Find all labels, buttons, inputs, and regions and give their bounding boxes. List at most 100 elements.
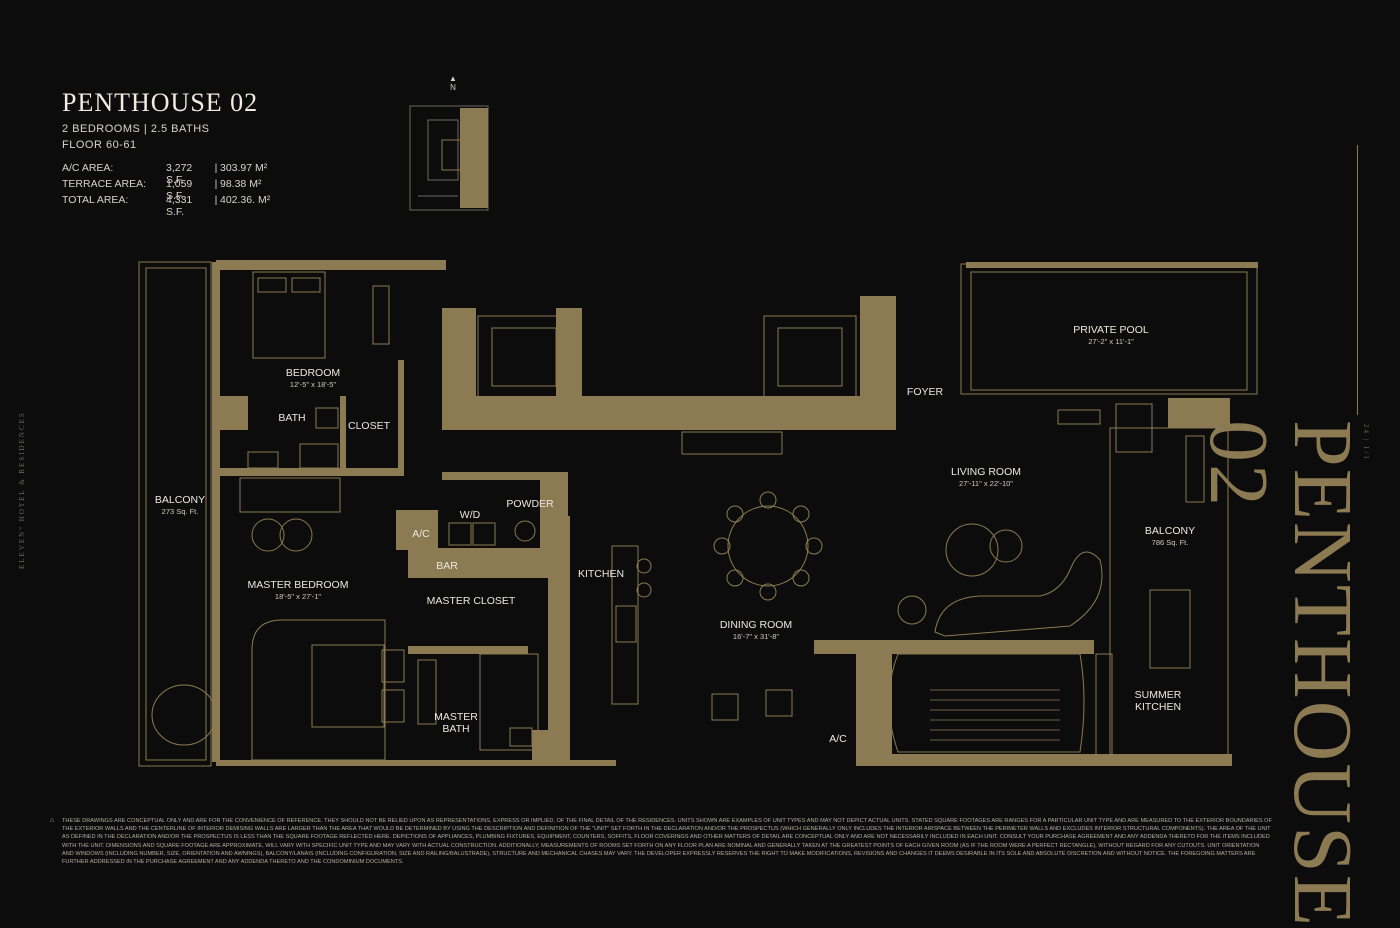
title-rule — [1357, 145, 1358, 415]
wall-master-closet-bottom — [408, 646, 528, 654]
chair — [805, 537, 823, 555]
wall-alcove-mid — [556, 308, 582, 398]
master-vanity — [417, 659, 437, 725]
vanity — [247, 451, 279, 469]
compass: ▲ N — [449, 74, 457, 92]
room-bedroom: BEDROOM 12'-5" x 18'-5" — [286, 367, 340, 389]
wall-pool-top — [966, 262, 1258, 268]
stool — [636, 582, 652, 598]
tub-right-inner — [777, 327, 843, 387]
washer — [448, 522, 472, 546]
desk — [372, 285, 390, 345]
lounge-chair — [897, 595, 927, 625]
area-row-terrace: TERRACE AREA: 1,059 S.F. | 98.38 M² — [62, 178, 261, 202]
wall-bar — [408, 548, 548, 578]
wall-mid — [442, 396, 896, 430]
page-title: PENTHOUSE 02 — [62, 88, 259, 117]
unit-code: 24 | 1/1 — [1362, 424, 1370, 461]
stool — [636, 558, 652, 574]
area-label: A/C AREA: — [62, 162, 114, 174]
dining-table — [727, 505, 809, 587]
left-balcony-outline — [138, 261, 212, 767]
tub-left-inner — [491, 327, 557, 387]
disclaimer: THESE DRAWINGS ARE CONCEPTUAL ONLY AND A… — [62, 818, 1272, 866]
area-sf: 1,059 S.F. — [166, 178, 193, 202]
area-sf: 4,331 S.F. — [166, 194, 193, 218]
chair — [759, 583, 777, 601]
room-dimensions: 27'-2" x 11'-1" — [1088, 337, 1134, 346]
chair — [726, 505, 744, 523]
wall-alcove-right — [860, 296, 896, 430]
pillow — [381, 689, 405, 723]
stair-treads — [930, 689, 1060, 741]
area-m2: 98.38 M² — [220, 178, 262, 190]
room-dimensions: 18'-5" x 27'-1" — [274, 592, 322, 601]
room-name: BALCONY — [1144, 525, 1196, 537]
room-dining: DINING ROOM 16'-7" x 31'-8" — [720, 619, 792, 641]
chair — [726, 569, 744, 587]
keyplan — [409, 105, 489, 211]
master-toilet — [509, 727, 533, 747]
sectional-sofa — [934, 551, 1103, 637]
area-m2: 303.97 M² — [220, 162, 268, 174]
room-name: MASTER BEDROOM — [247, 579, 349, 591]
area-separator: | — [214, 194, 218, 206]
pool-inner — [970, 271, 1248, 391]
sofa — [239, 477, 341, 513]
keyplan-highlight — [460, 108, 488, 208]
kitchen-counter — [681, 431, 783, 455]
compass-label: N — [450, 83, 456, 92]
armchair — [711, 693, 739, 721]
powder-sink — [514, 520, 536, 542]
pillow — [257, 277, 287, 293]
room-bar: BAR — [436, 560, 458, 572]
room-private-pool: PRIVATE POOL 27'-2" x 11'-1" — [1073, 324, 1148, 346]
area-separator: | — [214, 162, 218, 174]
pillow — [381, 649, 405, 683]
room-dimensions: 786 Sq. Ft. — [1151, 538, 1189, 547]
lounger — [1185, 435, 1205, 503]
floor-plan — [138, 260, 1258, 767]
kitchen-island — [611, 545, 639, 705]
area-separator: | — [214, 178, 218, 190]
room-powder: POWDER — [506, 498, 554, 510]
master-shower — [479, 653, 539, 751]
toilet — [315, 407, 339, 429]
room-balcony-right: BALCONY 786 Sq. Ft. — [1145, 525, 1195, 547]
area-m2: 402.36. M² — [220, 194, 271, 206]
chair — [792, 569, 810, 587]
area-row-ac: A/C AREA: 3,272 S.F. | 303.97 M² — [62, 162, 267, 186]
room-name: PRIVATE POOL — [1073, 324, 1149, 336]
left-balcony-inner — [145, 267, 207, 761]
shower — [299, 443, 339, 469]
wall-ac-left — [396, 510, 438, 550]
wall-wd-top — [442, 472, 566, 480]
area-label: TOTAL AREA: — [62, 194, 129, 206]
room-balcony-left: BALCONY 273 Sq. Ft. — [155, 494, 205, 516]
keyplan-table — [441, 139, 463, 171]
keyplan-core — [427, 119, 459, 181]
wall-closet — [398, 360, 404, 476]
wall-left — [212, 262, 220, 762]
armchair — [765, 689, 793, 717]
master-bed — [311, 644, 385, 728]
bedrooms-baths: 2 BEDROOMS | 2.5 BATHS — [62, 123, 210, 135]
cooktop — [615, 605, 637, 643]
floor-range: FLOOR 60-61 — [62, 139, 137, 151]
room-summer-kitchen: SUMMER KITCHEN — [1134, 689, 1182, 713]
chair — [759, 491, 777, 509]
room-dimensions: 27'-11" x 22'-10" — [959, 479, 1013, 488]
room-master-bedroom: MASTER BEDROOM 18'-5" x 27'-1" — [248, 579, 349, 601]
bed — [252, 271, 326, 359]
room-name: BEDROOM — [285, 367, 341, 379]
dryer — [472, 522, 496, 546]
wall-top-left — [216, 260, 446, 270]
outdoor-table — [1149, 589, 1191, 669]
room-bath: BATH — [278, 412, 306, 424]
room-closet: CLOSET — [347, 420, 391, 432]
room-name: BALCONY — [154, 494, 206, 506]
room-ac-left: A/C — [412, 528, 430, 540]
ottoman — [279, 518, 313, 552]
room-kitchen: KITCHEN — [577, 568, 625, 580]
vertical-title: PENTHOUSE 02 — [1192, 420, 1369, 928]
